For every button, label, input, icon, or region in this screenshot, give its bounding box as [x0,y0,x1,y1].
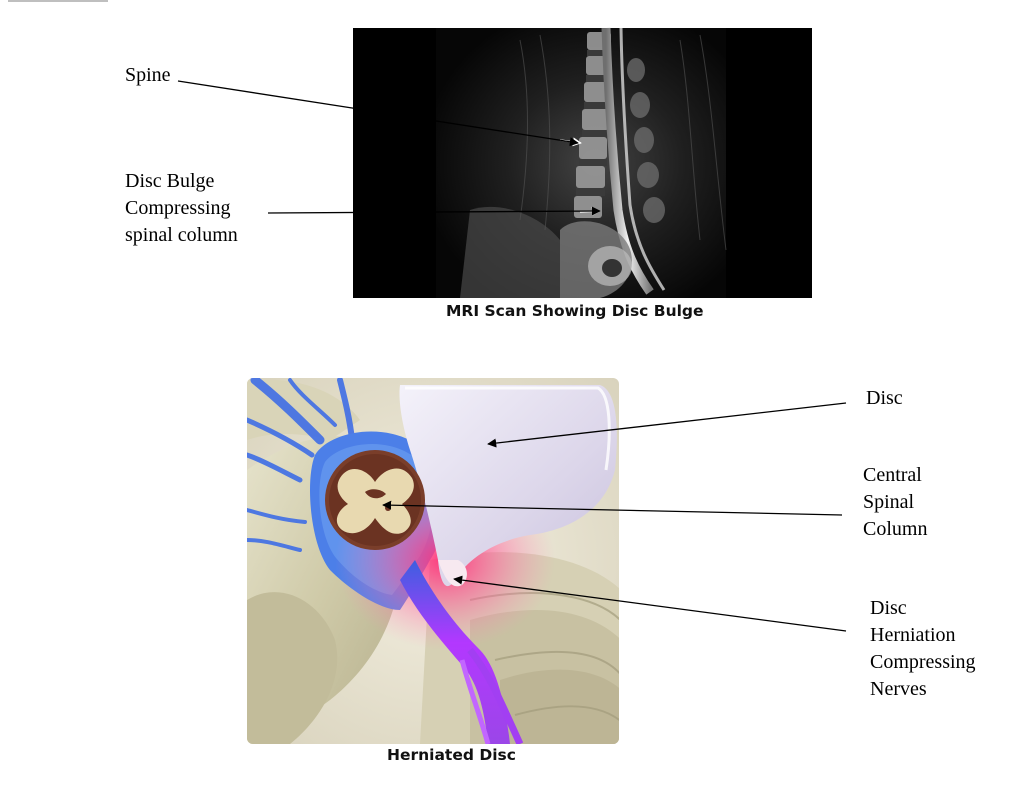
label-disc-herniation: Disc Herniation Compressing Nerves [870,595,976,703]
label-central-spinal-column-line-3: Column [863,518,928,540]
disc-arrow [487,402,847,448]
central-spinal-column-arrow [382,500,843,516]
label-central-spinal-column-line-2: Spinal [863,491,915,513]
label-disc-bulge: Disc Bulge Compressing spinal column [125,168,238,249]
herniated-disc-illustration [247,378,619,744]
label-central-spinal-column-line-1: Central [863,464,922,486]
label-disc-herniation-line-3: Compressing [870,651,976,673]
disc-herniation-arrow [453,575,847,632]
label-disc: Disc [866,385,903,412]
label-disc-bulge-line-1: Disc Bulge [125,170,215,192]
label-disc-text: Disc [866,387,903,409]
herniated-disc-caption: Herniated Disc [387,746,516,764]
label-disc-herniation-line-4: Nerves [870,678,927,700]
cropped-header-line [0,0,1024,6]
label-spine-text: Spine [125,64,171,86]
mri-scan-image [353,27,812,298]
label-spine: Spine [125,62,171,89]
spine-arrow [177,80,579,147]
mri-caption: MRI Scan Showing Disc Bulge [446,302,704,320]
disc-bulge-arrow [267,206,601,216]
label-disc-herniation-line-2: Herniation [870,624,956,646]
label-central-spinal-column: Central Spinal Column [863,462,927,543]
label-disc-bulge-line-3: spinal column [125,224,238,246]
label-disc-bulge-line-2: Compressing [125,197,231,219]
label-disc-herniation-line-1: Disc [870,597,907,619]
